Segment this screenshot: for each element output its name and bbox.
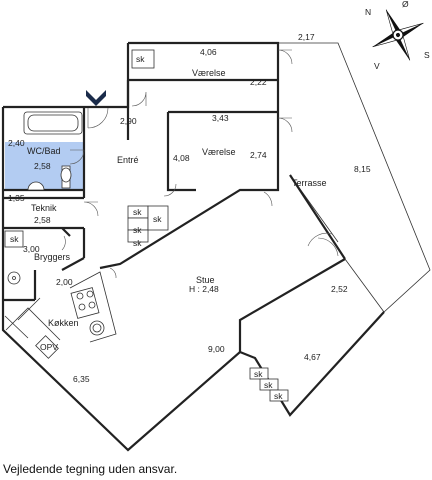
closet-bryggers <box>4 230 24 248</box>
vaerelse1-depth: 2,22 <box>250 77 267 87</box>
stue-d2: 4,67 <box>304 352 321 362</box>
vaerelse2-width: 3,43 <box>212 113 229 123</box>
stue-width: 9,00 <box>208 344 225 354</box>
closet-label-s1: sk <box>254 369 263 379</box>
stue-name: Stue <box>196 275 215 285</box>
wc-name: WC/Bad <box>27 146 61 156</box>
closet-label-s2: sk <box>264 380 273 390</box>
bryggers-name: Bryggers <box>34 252 71 262</box>
koekken-opv: OPV <box>40 342 58 352</box>
closets-stue <box>249 367 289 402</box>
sink-bryggers <box>7 271 21 285</box>
door-koekken <box>109 267 117 279</box>
closet-labels-entrance: sk sk sk sk <box>133 207 162 248</box>
opv-dishwasher <box>35 335 59 359</box>
door-vaerelse2 <box>277 117 293 133</box>
wc-width: 2,58 <box>34 161 51 171</box>
stove <box>70 287 100 319</box>
closet-label: sk <box>136 54 145 64</box>
door-stue2 <box>263 191 273 207</box>
door-teknik <box>83 201 99 217</box>
closet-label-s3: sk <box>274 391 283 401</box>
closet-label-e3: sk <box>133 225 142 235</box>
stue-d1: 2,52 <box>331 284 348 294</box>
terrasse-width: 2,17 <box>298 32 315 42</box>
compass-o: Ø <box>402 0 409 9</box>
closets-entrance <box>127 205 169 243</box>
terrasse-depth: 8,15 <box>354 164 371 174</box>
door-wc <box>69 149 85 165</box>
closet-labels-stue: sk sk sk <box>254 369 283 401</box>
closet-label-e4: sk <box>133 238 142 248</box>
vaerelse1-name: Værelse <box>192 68 226 78</box>
oven-fan <box>89 320 105 336</box>
compass-s: S <box>424 50 430 60</box>
toilet <box>60 165 72 189</box>
kitchen-counter <box>4 271 117 343</box>
compass-n: N <box>365 7 371 17</box>
disclaimer-text: Vejledende tegning uden ansvar. <box>3 462 178 476</box>
bathtub <box>23 111 83 135</box>
teknik-name: Teknik <box>31 203 57 213</box>
bryggers-depth: 2,00 <box>56 277 73 287</box>
exterior-walls <box>1 41 385 452</box>
closet-label-e1: sk <box>133 207 142 217</box>
vaerelse2-depth: 2,74 <box>250 150 267 160</box>
compass-rose-icon <box>372 9 424 61</box>
closet-label-e2: sk <box>153 214 162 224</box>
door-terrasse <box>307 233 339 257</box>
vaerelse2-name: Værelse <box>202 147 236 157</box>
teknik-depth: 1,35 <box>8 193 25 203</box>
door-entrance <box>87 107 109 129</box>
bryggers-width: 3,00 <box>23 244 40 254</box>
compass-v: V <box>374 61 380 71</box>
entre-name: Entré <box>117 155 139 165</box>
closet-vaerelse <box>131 49 155 69</box>
vaerelse2-extra: 4,08 <box>173 153 190 163</box>
koekken-name: Køkken <box>48 318 79 328</box>
teknik-width: 2,58 <box>34 215 51 225</box>
vaerelse1-width: 4,06 <box>200 47 217 57</box>
koekken-depth: 6,35 <box>73 374 90 384</box>
entrance-marker-icon <box>86 90 106 106</box>
stue-height: H : 2,48 <box>189 284 219 294</box>
entre-width: 2,90 <box>120 116 137 126</box>
wc-depth: 2,40 <box>8 138 25 148</box>
door-vaerelse1 <box>277 49 293 65</box>
closet-label-bryggers: sk <box>10 234 19 244</box>
door-bryggers <box>61 235 66 251</box>
door-entre-vaerelse <box>131 91 147 107</box>
terrasse-name: Terrasse <box>292 178 327 188</box>
door-stue <box>163 183 177 197</box>
washbasin <box>27 181 45 191</box>
